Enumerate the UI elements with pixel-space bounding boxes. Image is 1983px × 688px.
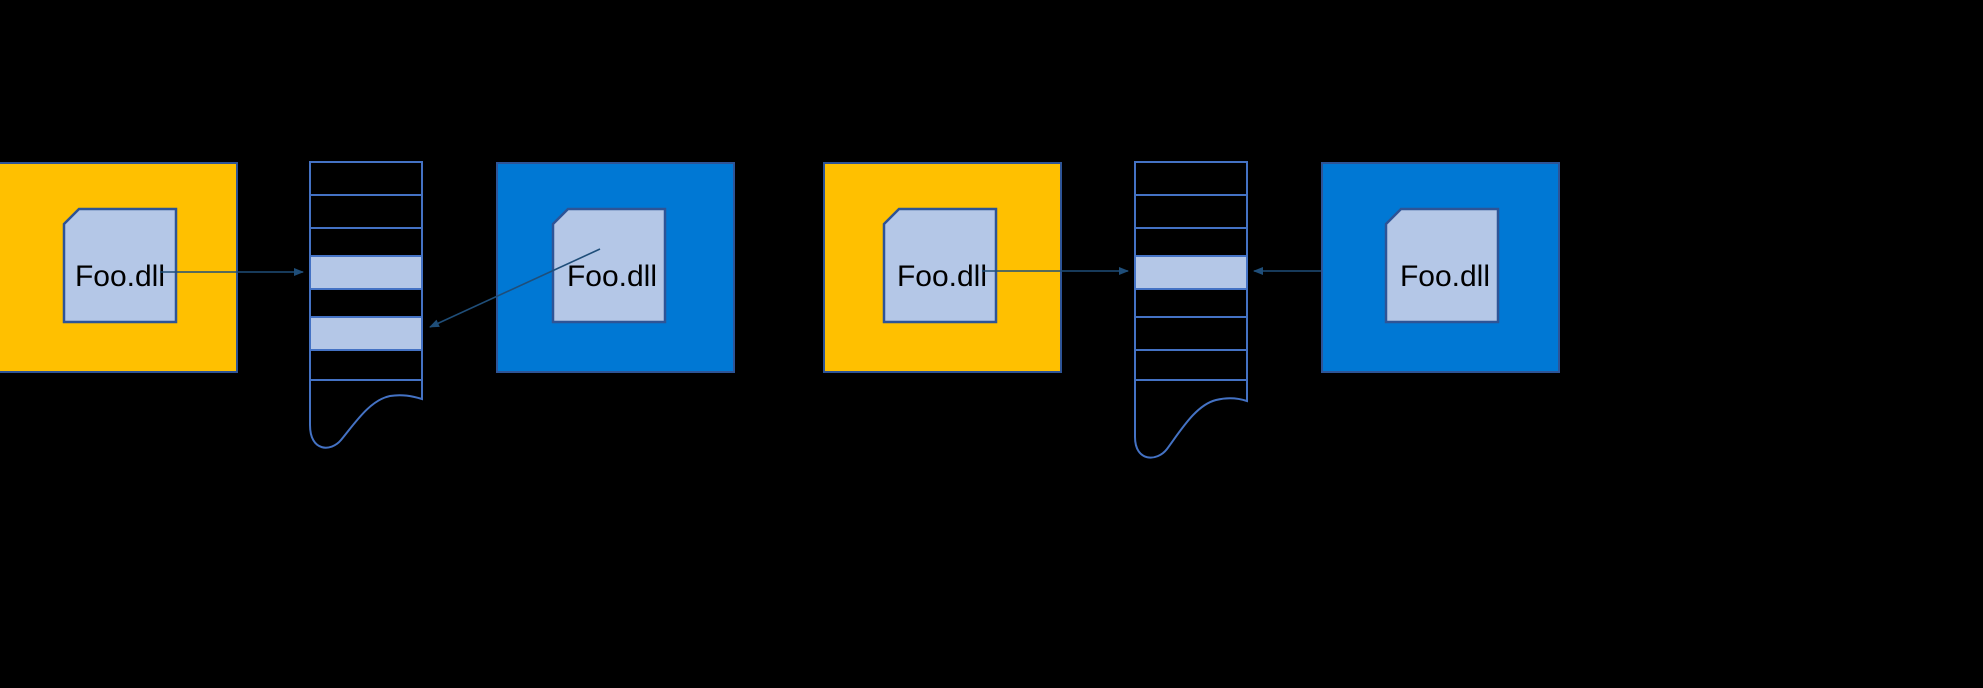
document-icon-fold [1385, 208, 1402, 225]
memory-cell-loaded[interactable] [309, 255, 423, 290]
document-icon-fold [552, 208, 569, 225]
process-b-dll-label: Foo.dll [567, 260, 657, 293]
process-a-container[interactable]: Foo.dll [0, 162, 238, 373]
memory-cell[interactable] [309, 349, 423, 381]
document-icon-fold [883, 208, 900, 225]
memory-torn-fill [310, 380, 422, 448]
memory-torn-fill [1135, 380, 1247, 458]
process-b-container[interactable]: Foo.dll [496, 162, 735, 373]
document-icon[interactable] [62, 207, 178, 324]
connector-process-b-to-memory [429, 248, 601, 328]
memory-torn-bottom-edge [309, 380, 423, 449]
memory-column-2[interactable] [1134, 161, 1248, 459]
memory-cell[interactable] [309, 194, 423, 229]
memory-cell[interactable] [1134, 194, 1248, 229]
memory-cell-loaded[interactable] [309, 316, 423, 351]
process-a-container[interactable]: Foo.dll [823, 162, 1062, 373]
scenario-private-load: Foo.dll Foo.dll [0, 161, 735, 449]
memory-cell[interactable] [1134, 288, 1248, 318]
process-b-dll-label: Foo.dll [1400, 260, 1490, 293]
process-a-dll-label: Foo.dll [75, 260, 165, 293]
document-icon[interactable] [1384, 207, 1500, 324]
memory-cell[interactable] [1134, 161, 1248, 196]
document-icon[interactable] [882, 207, 998, 324]
memory-cell[interactable] [309, 288, 423, 318]
memory-torn-bottom-edge [1134, 380, 1248, 459]
memory-cell[interactable] [1134, 316, 1248, 351]
document-icon[interactable] [551, 207, 667, 324]
scenario-shared-load: Foo.dll Foo.dll [823, 161, 1560, 459]
memory-cell[interactable] [309, 227, 423, 257]
memory-cell-loaded[interactable] [1134, 255, 1248, 290]
document-icon-fold [63, 208, 80, 225]
memory-cell[interactable] [1134, 349, 1248, 381]
memory-cell[interactable] [1134, 227, 1248, 257]
process-a-dll-label: Foo.dll [897, 260, 987, 293]
memory-cell[interactable] [309, 161, 423, 196]
process-b-container[interactable]: Foo.dll [1321, 162, 1560, 373]
memory-column-1[interactable] [309, 161, 423, 449]
